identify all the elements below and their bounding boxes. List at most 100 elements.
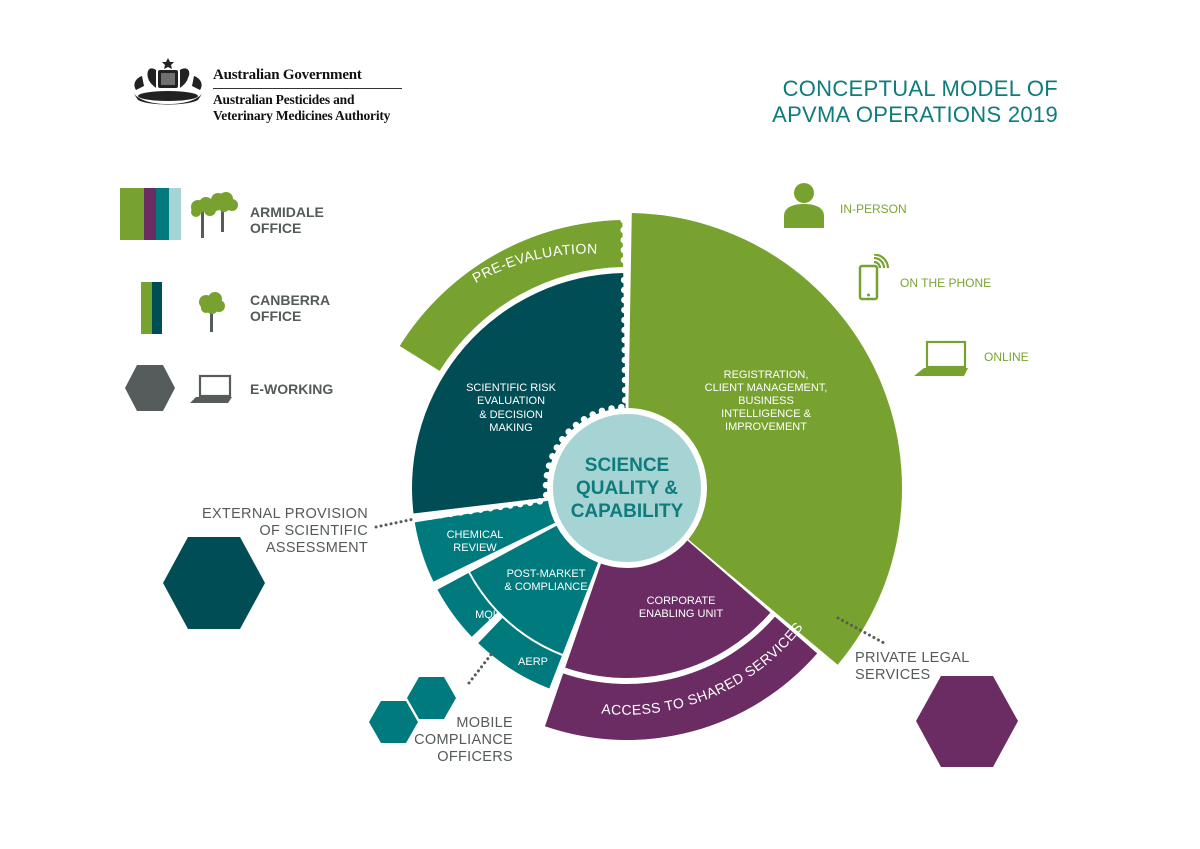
perforation-dot — [621, 376, 629, 384]
mql-segment[interactable] — [437, 573, 498, 637]
agency-name-line2: Veterinary Medicines Authority — [213, 108, 391, 123]
perforation-dot — [620, 226, 628, 234]
perforation-dot — [620, 276, 628, 284]
private-legal-label: PRIVATE LEGAL SERVICES — [855, 650, 970, 683]
laptop-icon — [190, 374, 232, 403]
perforation-dot — [620, 236, 628, 244]
mobile-compliance-hexagon-2[interactable] — [369, 701, 418, 743]
perforation-dot — [621, 346, 629, 354]
perforation-dot — [620, 286, 628, 294]
scientific-label-line4: MAKING — [489, 422, 532, 434]
perforation-dot — [536, 497, 544, 505]
perforation-dot — [621, 336, 629, 344]
scientific-label-line3: & DECISION — [479, 409, 543, 421]
channel-phone: ON THE PHONE — [900, 276, 992, 290]
post-market-label-line1: POST-MARKET — [507, 568, 586, 580]
center-label-line3: CAPABILITY — [571, 501, 684, 522]
perforation-dot — [621, 366, 629, 374]
legend-e-working: E-WORKING — [120, 362, 360, 417]
perforation-dot — [487, 504, 494, 512]
perforation-dot — [516, 500, 524, 508]
shared-services-segment[interactable] — [544, 616, 818, 741]
government-name: Australian Government — [213, 67, 362, 83]
page-title: CONCEPTUAL MODEL OF APVMA OPERATIONS 201… — [772, 76, 1058, 128]
chemical-label-line1: CHEMICAL — [447, 529, 504, 541]
center-label-line1: SCIENCE — [585, 455, 669, 476]
connector-private-legal — [836, 616, 886, 645]
aerp-segment[interactable] — [478, 617, 562, 689]
armidale-label: ARMIDALE OFFICE — [250, 204, 324, 236]
coat-of-arms-icon — [128, 56, 208, 108]
perforation-dot — [526, 499, 534, 506]
perforation-dot — [621, 316, 628, 324]
perforation-dot — [621, 396, 629, 404]
trees-icon — [191, 192, 238, 238]
perforation-dot — [620, 266, 628, 274]
connector-external-scientific — [374, 517, 416, 529]
bar-green — [120, 188, 144, 240]
bar-green — [141, 282, 152, 334]
center-label-line2: QUALITY & — [576, 478, 678, 499]
perforation-dot — [621, 386, 629, 394]
pre-evaluation-segment[interactable] — [399, 220, 624, 371]
bar-dark-teal — [152, 282, 162, 334]
legend-armidale: ARMIDALE OFFICE — [120, 188, 360, 243]
page-title-line1: CONCEPTUAL MODEL OF — [782, 76, 1058, 101]
registration-label-line4: INTELLIGENCE & — [721, 408, 812, 420]
perforation-dot — [620, 246, 628, 254]
private-legal-hexagon[interactable] — [916, 676, 1018, 767]
scientific-label-line2: EVALUATION — [477, 395, 545, 407]
perforation-dot — [417, 514, 425, 522]
perforation-dot — [496, 503, 504, 511]
bar-purple — [144, 188, 156, 240]
perforated-edge — [417, 216, 629, 522]
tree-icon — [199, 292, 225, 332]
perforation-dot — [506, 502, 514, 509]
registration-label-line3: BUSINESS — [738, 395, 794, 407]
post-market-label-line2: & COMPLIANCE — [504, 581, 587, 593]
bar-light-teal — [169, 188, 181, 240]
agency-name-line1: Australian Pesticides and — [213, 92, 355, 107]
perforation-dot — [621, 326, 628, 334]
channel-in-person: IN-PERSON — [840, 202, 907, 216]
perforation-dot — [621, 296, 628, 304]
mobile-compliance-hexagon-1[interactable] — [407, 677, 456, 719]
canberra-label: CANBERRA OFFICE — [250, 292, 331, 324]
registration-label-line5: IMPROVEMENT — [725, 421, 807, 433]
page-title-line2: APVMA OPERATIONS 2019 — [772, 102, 1058, 127]
external-scientific-label: EXTERNAL PROVISION OF SCIENTIFIC ASSESSM… — [201, 506, 368, 556]
channel-online: ONLINE — [984, 350, 1029, 364]
perforation-dot — [437, 511, 445, 519]
perforation-dot — [427, 513, 435, 520]
person-icon — [784, 183, 824, 228]
hexagon-grey-icon — [125, 365, 175, 411]
mql-label: MQL — [475, 609, 499, 621]
agency-name: Australian Pesticides and Veterinary Med… — [213, 92, 390, 124]
logo-divider — [213, 88, 402, 89]
laptop-online-icon — [914, 340, 968, 376]
perforation-dot — [467, 507, 474, 515]
center-circle[interactable] — [553, 414, 701, 562]
perforation-dot — [477, 506, 484, 513]
external-scientific-hexagon[interactable] — [163, 537, 265, 629]
corporate-label-line1: CORPORATE — [647, 595, 716, 607]
registration-label-line1: REGISTRATION, — [724, 369, 809, 381]
connector-mobile-compliance — [467, 650, 495, 685]
e-working-label: E-WORKING — [250, 381, 334, 397]
canberra-color-bar — [141, 282, 162, 334]
registration-label-line2: CLIENT MANAGEMENT, — [705, 382, 828, 394]
armidale-color-bar — [120, 188, 181, 240]
perforation-dot — [620, 216, 627, 224]
perforation-dot — [457, 509, 464, 516]
chemical-label-line2: REVIEW — [453, 542, 497, 554]
legend-canberra: CANBERRA OFFICE — [120, 282, 360, 337]
mobile-compliance-label: MOBILE COMPLIANCE OFFICERS — [414, 715, 513, 765]
perforation-dot — [620, 256, 628, 264]
registration-segment[interactable] — [627, 213, 902, 665]
aerp-label: AERP — [518, 656, 548, 668]
bar-teal — [156, 188, 169, 240]
perforation-dot — [621, 306, 628, 314]
scientific-label-line1: SCIENTIFIC RISK — [466, 382, 557, 394]
perforation-dot — [447, 510, 455, 518]
